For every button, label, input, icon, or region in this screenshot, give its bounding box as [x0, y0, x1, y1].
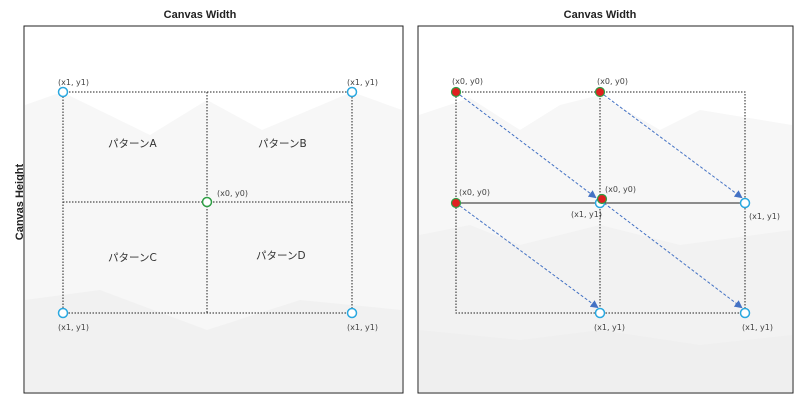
background-shape	[419, 330, 792, 392]
start-label-center: (x0, y0)	[605, 185, 636, 194]
end-point	[57, 86, 69, 98]
arrow	[599, 199, 743, 309]
right-panel: (x0, y0) (x0, y0) (x0, y0) (x0, y0) (x1,…	[417, 25, 794, 394]
start-label-middle-left: (x0, y0)	[459, 188, 490, 197]
end-point	[739, 197, 751, 209]
corner-label-bottom-right: (x1, y1)	[347, 323, 378, 332]
start-point	[594, 86, 606, 98]
pattern-b-label: パターンB	[258, 138, 307, 150]
arrow	[599, 91, 743, 199]
start-label-top-middle: (x0, y0)	[597, 77, 628, 86]
start-label-top-left: (x0, y0)	[452, 77, 483, 86]
arrow	[455, 202, 599, 309]
end-point	[346, 307, 358, 319]
pattern-a-label: パターンA	[108, 138, 157, 150]
pattern-c-label: パターンC	[108, 252, 157, 264]
background-shape	[25, 290, 402, 392]
end-point	[57, 307, 69, 319]
end-point	[346, 86, 358, 98]
end-label-middle-right: (x1, y1)	[749, 212, 780, 221]
end-point	[739, 307, 751, 319]
right-panel-title: Canvas Width	[563, 9, 637, 21]
corner-label-bottom-left: (x1, y1)	[58, 323, 89, 332]
start-point	[450, 197, 462, 209]
end-label-bottom-middle: (x1, y1)	[594, 323, 625, 332]
arrows	[455, 91, 743, 309]
left-panel-title: Canvas Width	[163, 9, 237, 21]
center-point	[201, 196, 213, 208]
end-label-bottom-right: (x1, y1)	[742, 323, 773, 332]
pattern-d-label: パターンD	[256, 250, 306, 262]
start-point	[450, 86, 462, 98]
end-label-center: (x1, y1)	[571, 210, 602, 219]
arrow	[455, 91, 597, 199]
center-label: (x0, y0)	[217, 189, 248, 198]
corner-label-top-left: (x1, y1)	[58, 78, 89, 87]
end-point	[594, 307, 606, 319]
corner-label-top-right: (x1, y1)	[347, 78, 378, 87]
start-point	[596, 193, 608, 205]
left-panel: (x1, y1) (x1, y1) (x1, y1) (x1, y1) (x0,…	[23, 25, 404, 394]
